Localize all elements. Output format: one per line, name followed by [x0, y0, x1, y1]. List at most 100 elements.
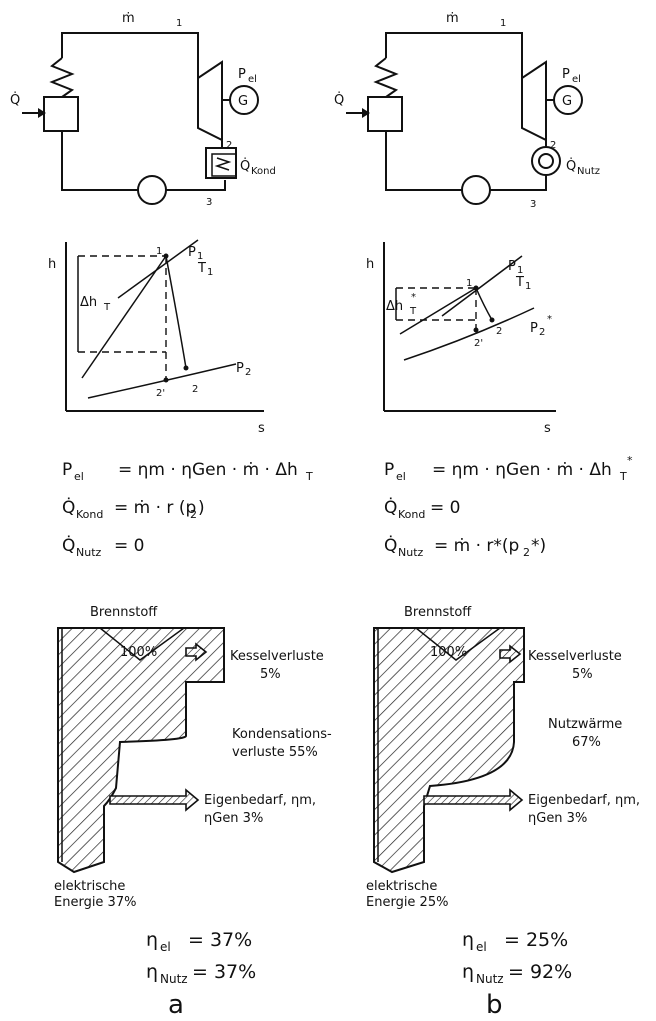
eq3-lhs-b: Q̇	[384, 535, 397, 556]
sankey-a: Brennstoff 100% Kesselverluste 5% Konden…	[54, 605, 332, 910]
own-use-label-b: Eigenbedarf, ηm,	[528, 793, 640, 808]
isobar-p1-b	[399, 287, 477, 335]
cycle-schematic-b: ṁ 1 2 3 Q̇ P el G Q̇ Nutz	[334, 11, 600, 210]
eq2-rhs-sub-a: 2	[190, 508, 197, 521]
expansion-line-b	[475, 287, 493, 321]
eq3-lhs-a: Q̇	[62, 535, 75, 556]
h-axis-label-a: h	[48, 257, 56, 272]
eq3-close-b: *)	[531, 536, 546, 556]
condenser-heat-sub-a: Kond	[251, 166, 276, 177]
isobar-p1-a	[81, 255, 167, 379]
hs-diagram-a: h s 1 2' 2 P 1 T 1 P 2 Δh T	[48, 239, 265, 436]
eta-nutz-b: η	[462, 961, 474, 983]
eq2-rhs-a: = ṁ · r (p	[114, 498, 196, 518]
p1-label-a: P	[188, 245, 196, 260]
generator-b	[553, 85, 583, 115]
isotherm-t1-b	[441, 255, 523, 317]
energy-flow-band-b	[373, 627, 525, 874]
useful-heat-label-b: Nutzwärme	[548, 717, 622, 732]
point-2s-a: 2'	[156, 388, 165, 399]
fuel-pct-a: 100%	[120, 645, 157, 660]
equations-a: P el = ηm · ηGen · ṁ · Δh T Q̇ Kond = ṁ …	[62, 460, 313, 559]
p2-sub-a: 2	[245, 367, 251, 378]
efficiencies-b: η el = 25% η Nutz = 92%	[462, 929, 572, 986]
sankey-b: Brennstoff 100% Kesselverluste 5% Nutzwä…	[366, 605, 640, 910]
generator-symbol-b: G	[562, 94, 572, 109]
boiler-loss-pct-b: 5%	[572, 667, 593, 682]
t1-sub-a: 1	[207, 267, 213, 278]
p2-sub-b: 2	[539, 327, 545, 338]
eq1-rhs-sub-a: T	[305, 470, 313, 483]
boiler-loss-label-b: Kesselverluste	[528, 649, 622, 664]
eq1-rhs-sub-b: T	[619, 470, 627, 483]
own-use-pct-b: ηGen 3%	[528, 811, 587, 826]
electric-output-label-b: elektrische	[366, 879, 437, 894]
eq3-rhs-sub-b: 2	[523, 546, 530, 559]
pump-a	[137, 175, 167, 205]
eq2-lhs-sub-b: Kond	[398, 508, 425, 521]
dh-label-b: Δh	[386, 299, 403, 314]
dh-star-b: *	[411, 292, 416, 303]
boiler-a	[43, 96, 79, 132]
cycle-schematic-a: ṁ 1 2 3 Q̇ P el G Q̇ Kond	[10, 11, 276, 208]
isobar-p2-a	[87, 363, 237, 399]
isotherm-t1-a	[117, 239, 199, 299]
point-2s-b: 2'	[474, 338, 483, 349]
heat-input-label-a: Q̇	[10, 93, 20, 108]
boiler-loss-label-a: Kesselverluste	[230, 649, 324, 664]
hs-diagram-b: h s 1 2' 2 P 1 T 1 P 2 * Δh T *	[366, 242, 556, 436]
eq1-lhs-b: P	[384, 460, 394, 480]
eta-nutz-sub-a: Nutz	[160, 972, 188, 986]
caption-a: a	[168, 990, 184, 1020]
eta-el-sub-a: el	[160, 940, 171, 954]
isobar-p2-b	[403, 307, 535, 361]
condensation-loss-pct-a: verluste 55%	[232, 745, 318, 760]
eq2-rhs-b: = 0	[430, 498, 460, 518]
point-1-b: 1	[466, 278, 472, 289]
mass-flow-label-b: ṁ	[446, 11, 459, 26]
state-3-label-b: 3	[530, 199, 536, 210]
p2-label-a: P	[236, 361, 244, 376]
efficiencies-a: η el = 37% η Nutz = 37%	[146, 929, 256, 986]
useful-heat-pct-b: 67%	[572, 735, 601, 750]
boiler-loss-arrow-a	[185, 642, 208, 662]
generator-symbol-a: G	[238, 94, 248, 109]
state-1-label-a: 1	[176, 18, 182, 29]
fuel-pct-b: 100%	[430, 645, 467, 660]
t1-label-b: T	[515, 275, 524, 290]
eta-el-b: η	[462, 929, 474, 951]
eta-el-val-a: = 37%	[188, 929, 252, 951]
boiler-loss-arrow-b	[499, 644, 522, 664]
eq3-rhs-b: = ṁ · r*(p	[434, 536, 519, 556]
heat-input-label-b: Q̇	[334, 93, 344, 108]
electric-output-pct-a: Energie 37%	[54, 895, 136, 910]
eta-nutz-val-a: = 37%	[192, 961, 256, 983]
power-label-a: P	[238, 67, 246, 82]
useful-heat-label-b: Q̇	[566, 159, 576, 174]
eq1-rhs-b: = ηm · ηGen · ṁ · Δh	[432, 460, 612, 480]
energy-flow-band-a	[57, 627, 225, 874]
generator-a	[229, 85, 259, 115]
eta-nutz-a: η	[146, 961, 158, 983]
boiler-loss-pct-a: 5%	[260, 667, 281, 682]
useful-heat-sub-b: Nutz	[577, 166, 600, 177]
eta-nutz-val-b: = 92%	[508, 961, 572, 983]
point-2-b: 2	[496, 326, 502, 337]
expansion-line-a	[165, 255, 187, 369]
h-axis-label-b: h	[366, 257, 374, 272]
pump-b	[461, 175, 491, 205]
p1-sub-a: 1	[197, 251, 203, 262]
eq1-lhs-sub-b: el	[396, 470, 406, 483]
s-axis-label-a: s	[258, 421, 265, 436]
p2-label-b: P	[530, 321, 538, 336]
power-label-b: P	[562, 67, 570, 82]
electric-output-label-a: elektrische	[54, 879, 125, 894]
t1-sub-b: 1	[525, 281, 531, 292]
eq2-close-a: )	[198, 498, 205, 518]
own-use-label-a: Eigenbedarf, ηm,	[204, 793, 316, 808]
equations-b: P el = ηm · ηGen · ṁ · Δh T * Q̇ Kond = …	[384, 454, 633, 559]
power-sub-a: el	[248, 74, 257, 85]
condenser-heat-label-a: Q̇	[240, 159, 250, 174]
eq1-rhs-a: = ηm · ηGen · ṁ · Δh	[118, 460, 298, 480]
